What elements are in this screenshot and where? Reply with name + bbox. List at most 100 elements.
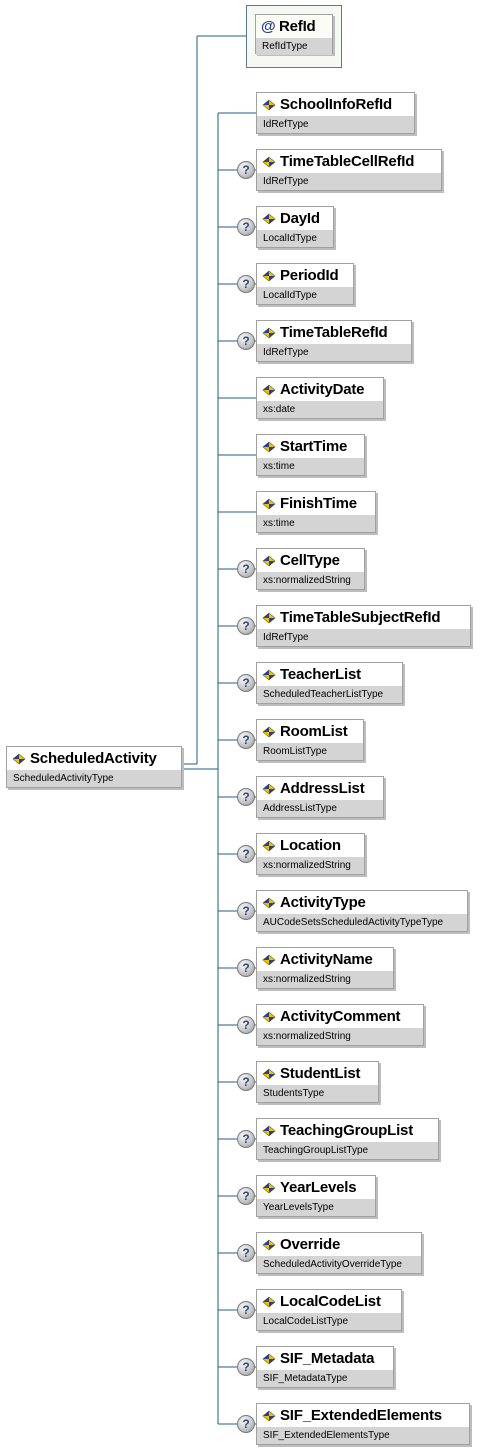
child-element-name: ActivityName [280,951,373,968]
child-element-type: AddressListType [257,800,383,817]
element-diamond-icon [262,1125,276,1136]
optional-question-icon [237,674,255,692]
child-element-type: xs:normalizedString [257,971,393,988]
child-element-name: ActivityComment [280,1008,401,1025]
child-element-name: TimeTableSubjectRefId [280,609,441,626]
child-element-type: YearLevelsType [257,1199,375,1216]
attribute-name: RefId [279,18,316,35]
optional-question-icon [237,161,255,179]
child-element-type: TeachingGroupListType [257,1142,438,1159]
attribute-type: RefIdType [256,38,332,55]
attribute-refid[interactable]: @ RefId RefIdType [255,14,333,55]
optional-question-icon [237,902,255,920]
element-diamond-icon [262,270,276,281]
element-diamond-icon [262,1296,276,1307]
element-diamond-icon [262,555,276,566]
optional-question-icon [237,1073,255,1091]
element-diamond-icon [262,1068,276,1079]
child-element-type: xs:normalizedString [257,857,364,874]
child-element-name: PeriodId [280,267,339,284]
element-diamond-icon [262,441,276,452]
optional-question-icon [237,1358,255,1376]
optional-question-icon [237,560,255,578]
element-diamond-icon [262,897,276,908]
optional-question-icon [237,1415,255,1433]
element-diamond-icon [262,669,276,680]
child-element-type: LocalIdType [257,287,353,304]
child-element-name: TeacherList [280,666,361,683]
element-diamond-icon [262,1353,276,1364]
child-element-type: xs:time [257,515,375,532]
child-element-type: SIF_ExtendedElementsType [257,1427,469,1444]
child-element-name: ActivityType [280,894,366,911]
child-element-type: ScheduledActivityOverrideType [257,1256,421,1273]
child-element-name: DayId [280,210,320,227]
child-element-type: xs:time [257,458,364,475]
element-diamond-icon [262,213,276,224]
child-element-name: RoomList [280,723,348,740]
child-element-name: CellType [280,552,340,569]
child-element-type: StudentsType [257,1085,378,1102]
optional-question-icon [237,617,255,635]
child-element-type: LocalCodeListType [257,1313,401,1330]
child-element-name: FinishTime [280,495,357,512]
element-diamond-icon [262,1410,276,1421]
child-element-type: AUCodeSetsScheduledActivityTypeType [257,914,467,931]
element-diamond-icon [262,726,276,737]
optional-question-icon [237,845,255,863]
child-element-type: RoomListType [257,743,363,760]
child-element-type: SIF_MetadataType [257,1370,393,1387]
child-element-type: IdRefType [257,629,470,646]
element-diamond-icon [262,1011,276,1022]
child-element-finishtime[interactable]: FinishTime xs:time [256,491,376,533]
element-diamond-icon [262,954,276,965]
child-element-activitycomment[interactable]: ActivityComment xs:normalizedString [256,1004,424,1046]
optional-question-icon [237,731,255,749]
optional-question-icon [237,788,255,806]
child-element-name: AddressList [280,780,365,797]
child-element-name: StartTime [280,438,348,455]
optional-question-icon [237,959,255,977]
child-element-activityname[interactable]: ActivityName xs:normalizedString [256,947,394,989]
root-element-type: ScheduledActivityType [7,770,181,787]
child-element-name: Override [280,1236,341,1253]
element-diamond-icon [262,99,276,110]
attribute-group: @ RefId RefIdType [246,5,342,68]
child-element-type: xs:normalizedString [257,1028,423,1045]
optional-question-icon [237,1130,255,1148]
attribute-at-icon: @ [261,17,276,35]
child-element-starttime[interactable]: StartTime xs:time [256,434,365,476]
element-diamond-icon [262,384,276,395]
child-element-name: LocalCodeList [280,1293,381,1310]
optional-question-icon [237,1187,255,1205]
child-element-name: SIF_ExtendedElements [280,1407,442,1424]
element-diamond-icon [262,783,276,794]
element-diamond-icon [12,753,26,764]
child-element-name: SIF_Metadata [280,1350,375,1367]
optional-question-icon [237,275,255,293]
root-element[interactable]: ScheduledActivity ScheduledActivityType [6,746,182,788]
optional-question-icon [237,332,255,350]
optional-question-icon [237,1301,255,1319]
child-element-type: LocalIdType [257,230,333,247]
